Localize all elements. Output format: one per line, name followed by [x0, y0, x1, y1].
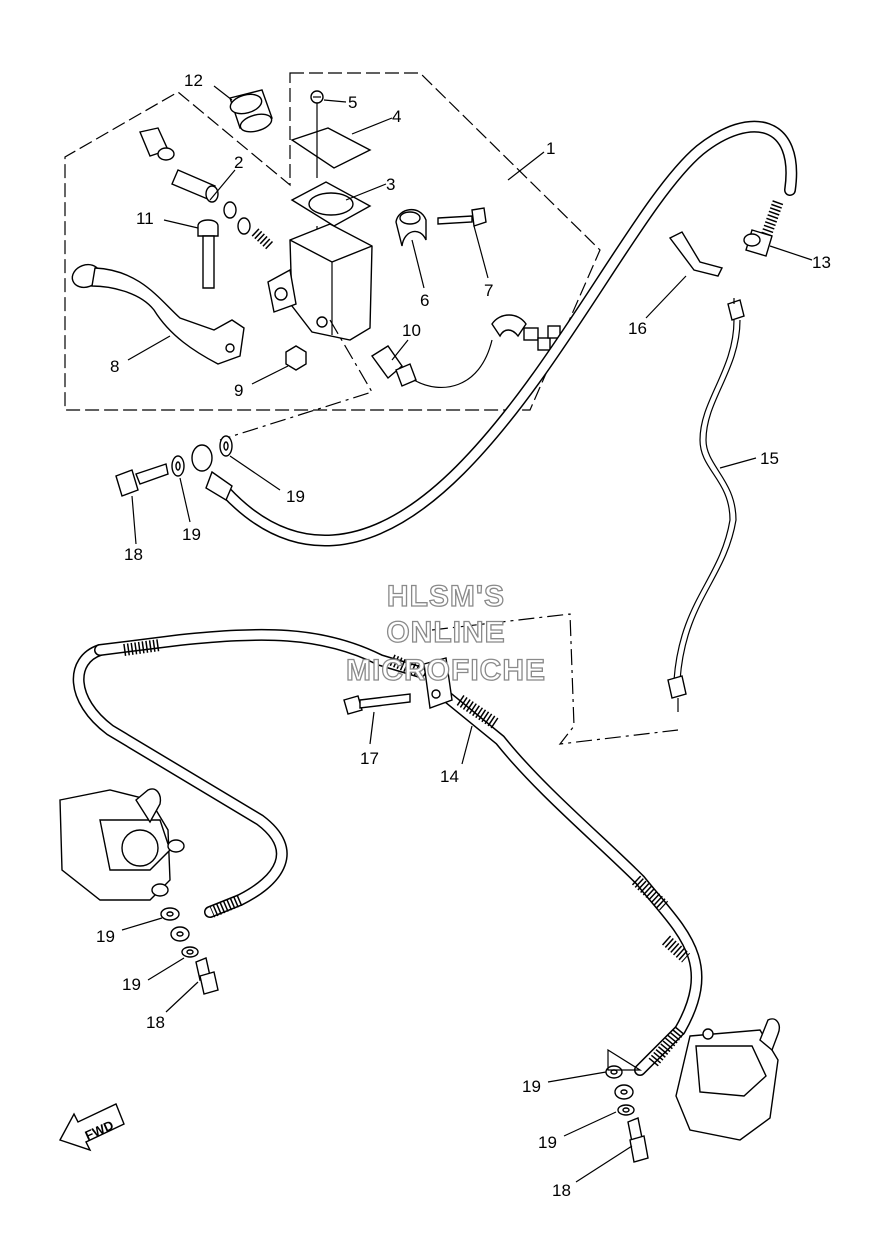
washer-19	[181, 946, 199, 958]
callout-18: 18	[552, 1181, 571, 1200]
washer-19	[219, 435, 233, 457]
part-9-nut	[285, 345, 307, 371]
washer-19	[170, 926, 190, 942]
part-4-reservoir-cap	[290, 127, 372, 169]
washer-19	[614, 1084, 634, 1100]
part-13-union-bolt	[743, 229, 773, 257]
banjo-bolt-18	[115, 463, 169, 497]
part-7-bolt	[437, 207, 487, 227]
callout-19: 19	[538, 1133, 557, 1152]
part-16-clip	[668, 231, 724, 277]
washer-19	[171, 455, 185, 477]
callout-19: 19	[522, 1077, 541, 1096]
callout-16: 16	[628, 319, 647, 338]
callout-13: 13	[812, 253, 831, 272]
leader-lines	[121, 85, 813, 1183]
watermark: HLSM'S ONLINE MICROFICHE	[345, 579, 546, 687]
callout-19: 19	[182, 525, 201, 544]
banjo-bolt-18	[195, 957, 219, 995]
right-caliper	[675, 1018, 780, 1141]
watermark-line-2: ONLINE	[386, 616, 505, 649]
part-8-lever	[71, 263, 245, 365]
assembly-outline	[64, 72, 601, 411]
part-6-clamp	[395, 209, 427, 247]
part-15-brake-pipe	[667, 298, 745, 712]
master-cylinder-body	[267, 223, 373, 341]
washer-19	[605, 1065, 623, 1079]
part-10-switch	[370, 314, 561, 389]
washer-19	[617, 1104, 635, 1116]
callout-1: 1	[546, 139, 555, 158]
callout-15: 15	[760, 449, 779, 468]
callout-12: 12	[184, 71, 203, 90]
callout-3: 3	[386, 175, 395, 194]
upper-brake-hose	[191, 120, 798, 547]
callout-11: 11	[136, 209, 154, 228]
callout-17: 17	[360, 749, 379, 768]
callout-labels: 1 2 3 4 5 6 7 8 9 10 11 12 13 14 15 16 1…	[96, 71, 831, 1200]
washer-19	[160, 907, 180, 921]
callout-19: 19	[96, 927, 115, 946]
callout-18: 18	[146, 1013, 165, 1032]
watermark-line-3: MICROFICHE	[346, 654, 546, 687]
part-17-bolt	[343, 693, 411, 715]
part-3-diaphragm	[290, 181, 372, 227]
fwd-arrow-icon: FWD	[58, 1103, 125, 1152]
callout-18: 18	[124, 545, 143, 564]
callout-19: 19	[286, 487, 305, 506]
callout-14: 14	[440, 767, 459, 786]
callout-4: 4	[392, 107, 401, 126]
callout-7: 7	[484, 281, 493, 300]
callout-2: 2	[234, 153, 243, 172]
part-12-boot	[229, 89, 273, 133]
callout-10: 10	[402, 321, 421, 340]
part-5-screw	[310, 90, 324, 120]
callout-6: 6	[420, 291, 429, 310]
callout-19: 19	[122, 975, 141, 994]
part-14-brake-hose	[72, 628, 703, 1076]
part-11-pivot-bolt	[197, 219, 219, 289]
left-caliper	[59, 788, 185, 901]
callout-5: 5	[348, 93, 357, 112]
banjo-bolt-18	[627, 1117, 649, 1163]
callout-9: 9	[234, 381, 243, 400]
watermark-line-1: HLSM'S	[387, 580, 505, 613]
callout-8: 8	[110, 357, 119, 376]
